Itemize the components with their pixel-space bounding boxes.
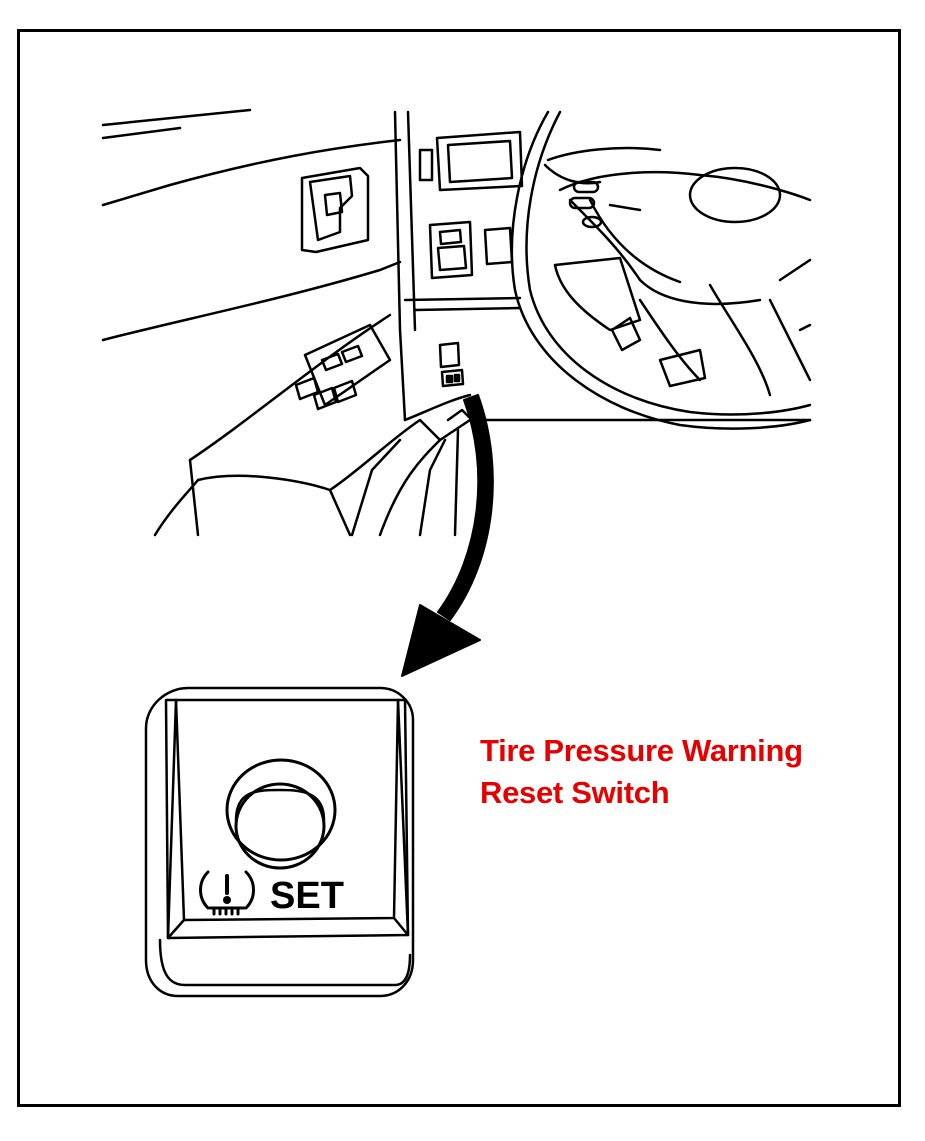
callout-label: Tire Pressure Warning Reset Switch bbox=[480, 730, 880, 814]
diagram-frame bbox=[17, 29, 901, 1107]
callout-line-1: Tire Pressure Warning bbox=[480, 733, 803, 768]
set-label: SET bbox=[270, 875, 344, 917]
curved-arrow-icon bbox=[401, 394, 494, 677]
steering-wheel-icon bbox=[510, 110, 812, 430]
callout-line-2: Reset Switch bbox=[480, 775, 670, 810]
tire-pressure-warning-icon bbox=[199, 870, 255, 916]
reset-switch bbox=[144, 686, 415, 998]
dashboard-lines bbox=[101, 108, 812, 537]
